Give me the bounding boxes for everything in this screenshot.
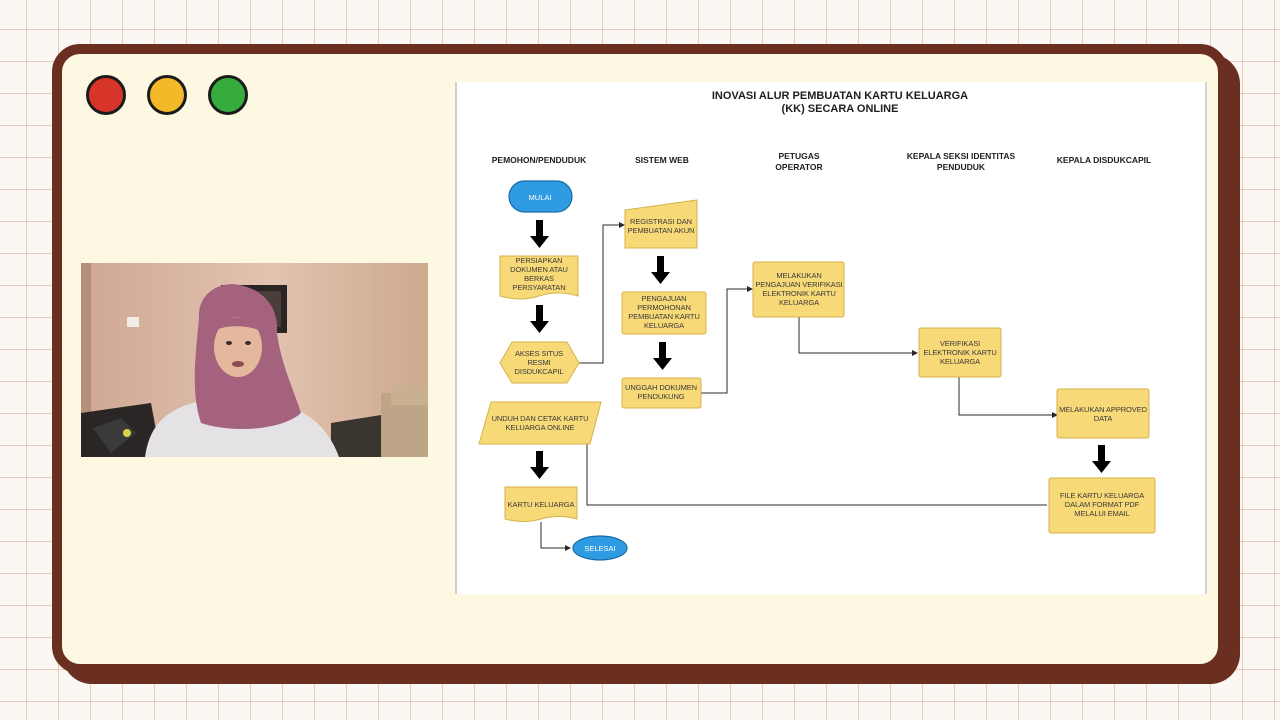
- node-unggah[interactable]: UNGGAH DOKUMEN PENDUKUNG: [621, 377, 702, 409]
- node-selesai[interactable]: SELESAI: [572, 535, 628, 561]
- node-registrasi-line1: REGISTRASI DAN: [630, 217, 692, 226]
- node-melakukan-pengajuan-line3: ELEKTRONIK KARTU: [762, 289, 835, 298]
- arrowhead-icon: [565, 545, 571, 551]
- arrowhead-icon: [619, 222, 625, 228]
- node-pengajuan-line3: PEMBUATAN KARTU: [628, 312, 699, 321]
- connector-akses-registrasi: [579, 224, 621, 364]
- lane-header-kepala-seksi-2: PENDUDUK: [937, 162, 986, 172]
- node-selesai-label: SELESAI: [584, 544, 615, 553]
- node-melakukan-pengajuan-line2: PENGAJUAN VERIFIKASI: [755, 280, 842, 289]
- connector-pengajuan-verifikasi: [798, 317, 914, 354]
- node-akses-line3: DISDUKCAPIL: [515, 367, 564, 376]
- flowchart-diagram: INOVASI ALUR PEMBUATAN KARTU KELUARGA (K…: [478, 90, 1156, 561]
- node-akses-line1: AKSES SITUS: [515, 349, 563, 358]
- diagram-title-line1: INOVASI ALUR PEMBUATAN KARTU KELUARGA: [712, 90, 968, 102]
- lane-header-kepala-seksi: KEPALA SEKSI IDENTITAS: [907, 151, 1016, 161]
- node-registrasi[interactable]: REGISTRASI DAN PEMBUATAN AKUN: [624, 199, 698, 249]
- webcam-video: [81, 263, 428, 457]
- minimize-dot-icon[interactable]: [147, 75, 187, 115]
- down-arrow-icon: [653, 342, 672, 370]
- node-persiapkan-line1: PERSIAPKAN: [516, 256, 563, 265]
- node-kartu-keluarga-label: KARTU KELUARGA: [508, 500, 575, 509]
- node-mulai[interactable]: MULAI: [508, 180, 573, 213]
- down-arrow-icon: [530, 220, 549, 248]
- node-pengajuan-line2: PERMOHONAN: [637, 303, 691, 312]
- connector-lines: [540, 222, 1058, 551]
- node-registrasi-line2: PEMBUATAN AKUN: [628, 226, 695, 235]
- node-unggah-line1: UNGGAH DOKUMEN: [625, 383, 697, 392]
- node-pengajuan-line1: PENGAJUAN: [642, 294, 687, 303]
- lane-header-pemohon: PEMOHON/PENDUDUK: [492, 155, 587, 165]
- node-file-kk-line2: DALAM FORMAT PDF: [1065, 500, 1140, 509]
- node-akses[interactable]: AKSES SITUS RESMI DISDUKCAPIL: [499, 341, 580, 384]
- node-unggah-line2: PENDUKUNG: [637, 392, 684, 401]
- node-melakukan-pengajuan[interactable]: MELAKUKAN PENGAJUAN VERIFIKASI ELEKTRONI…: [752, 261, 845, 318]
- node-persiapkan-line2: DOKUMEN ATAU: [510, 265, 568, 274]
- arrowhead-icon: [747, 286, 753, 292]
- down-arrow-icon: [1092, 445, 1111, 473]
- node-verifikasi[interactable]: VERIFIKASI ELEKTRONIK KARTU KELUARGA: [918, 327, 1002, 378]
- node-persiapkan-line4: PERSYARATAN: [512, 283, 565, 292]
- node-approved-line1: MELAKUKAN APPROVED: [1059, 405, 1147, 414]
- diagram-title-line2: (KK) SECARA ONLINE: [782, 103, 899, 115]
- connector-unggah-pengajuan: [701, 288, 749, 394]
- lane-header-sistem: SISTEM WEB: [635, 155, 689, 165]
- node-mulai-label: MULAI: [529, 193, 552, 202]
- arrowhead-icon: [912, 350, 918, 356]
- node-akses-line2: RESMI: [527, 358, 550, 367]
- connector-kartu-selesai: [540, 522, 567, 549]
- down-arrow-icon: [651, 256, 670, 284]
- node-approved[interactable]: MELAKUKAN APPROVED DATA: [1056, 388, 1150, 439]
- node-melakukan-pengajuan-line4: KELUARGA: [779, 298, 819, 307]
- connector-verifikasi-approved: [958, 377, 1054, 416]
- node-verifikasi-line1: VERIFIKASI: [940, 339, 980, 348]
- down-arrow-icon: [530, 451, 549, 479]
- connector-file-unduh: [586, 423, 1047, 506]
- node-melakukan-pengajuan-line1: MELAKUKAN: [776, 271, 821, 280]
- node-persiapkan-line3: BERKAS: [524, 274, 554, 283]
- node-kartu-keluarga[interactable]: KARTU KELUARGA: [504, 486, 578, 522]
- lane-header-petugas-2: OPERATOR: [775, 162, 822, 172]
- close-dot-icon[interactable]: [86, 75, 126, 115]
- down-arrow-icon: [530, 305, 549, 333]
- node-unduh[interactable]: UNDUH DAN CETAK KARTU KELUARGA ONLINE: [478, 401, 602, 445]
- node-file-kk-line3: MELALUI EMAIL: [1074, 509, 1129, 518]
- node-unduh-line2: KELUARGA ONLINE: [506, 423, 575, 432]
- arrowhead-icon: [1052, 412, 1058, 418]
- node-pengajuan-line4: KELUARGA: [644, 321, 684, 330]
- flowchart-slide: INOVASI ALUR PEMBUATAN KARTU KELUARGA (K…: [455, 82, 1207, 594]
- node-persiapkan[interactable]: PERSIAPKAN DOKUMEN ATAU BERKAS PERSYARAT…: [499, 255, 579, 300]
- node-unduh-line1: UNDUH DAN CETAK KARTU: [492, 414, 589, 423]
- presenter-illustration: [81, 263, 428, 457]
- lane-header-petugas: PETUGAS: [778, 151, 819, 161]
- lane-header-kepala-dinas: KEPALA DISDUKCAPIL: [1057, 155, 1151, 165]
- node-verifikasi-line2: ELEKTRONIK KARTU: [923, 348, 996, 357]
- node-approved-line2: DATA: [1094, 414, 1113, 423]
- node-pengajuan[interactable]: PENGAJUAN PERMOHONAN PEMBUATAN KARTU KEL…: [621, 291, 707, 335]
- node-verifikasi-line3: KELUARGA: [940, 357, 980, 366]
- maximize-dot-icon[interactable]: [208, 75, 248, 115]
- node-file-kk-line1: FILE KARTU KELUARGA: [1060, 491, 1144, 500]
- thick-arrows: [530, 220, 1111, 479]
- node-file-kk[interactable]: FILE KARTU KELUARGA DALAM FORMAT PDF MEL…: [1048, 477, 1156, 534]
